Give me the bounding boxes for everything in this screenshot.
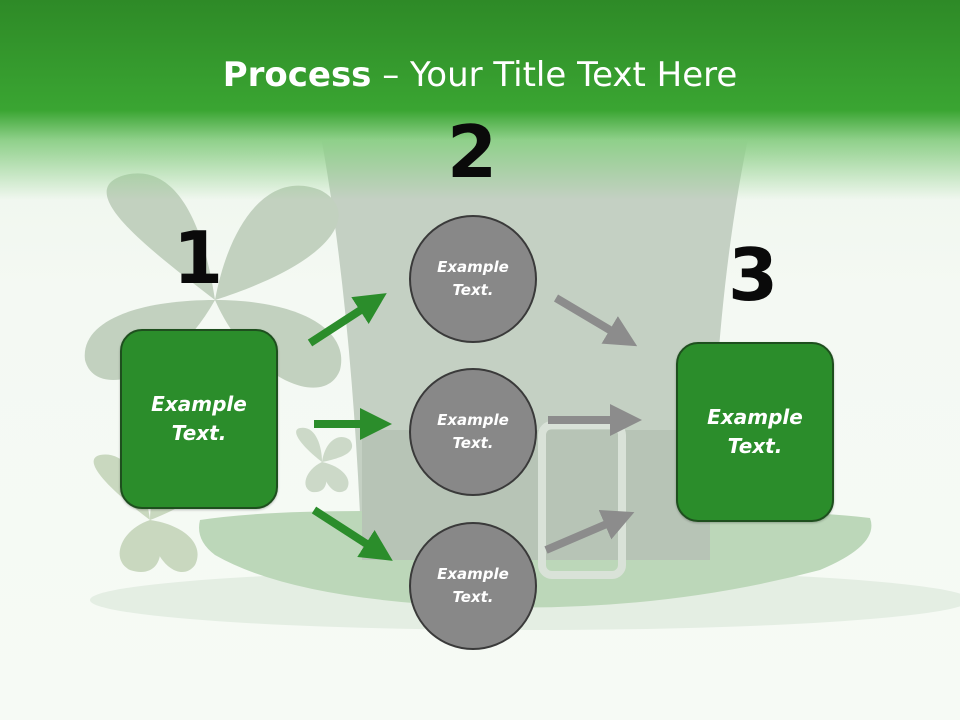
circle-bottom-line1: Example [437, 565, 509, 583]
arrow-top-to-right [553, 294, 638, 347]
step3-box: Example Text. [676, 342, 834, 522]
step1-box-line1: Example [151, 392, 247, 416]
shamrock-large [84, 173, 342, 388]
arrow-to-circle-bottom [311, 506, 393, 561]
step3-box-line1: Example [707, 405, 803, 429]
title-rest: – Your Title Text Here [371, 55, 738, 95]
step1-box-line2: Text. [171, 421, 227, 445]
title-banner [0, 0, 960, 200]
step2-circle-bottom: Example Text. [409, 522, 537, 650]
title-bold: Process [222, 55, 372, 95]
circle-top-line1: Example [437, 258, 509, 276]
step1-box: Example Text. [120, 329, 278, 509]
arrow-to-circle-top [307, 293, 387, 347]
circle-bottom-line2: Text. [452, 588, 494, 606]
step3-box-line2: Text. [727, 434, 783, 458]
buckle-shape [538, 421, 626, 579]
shamrock-tiny [296, 427, 353, 493]
circle-middle-line1: Example [437, 411, 509, 429]
slide-title: Process – Your Title Text Here [0, 52, 960, 98]
step-number-1: 1 [172, 216, 224, 300]
circle-middle-line2: Text. [452, 434, 494, 452]
step-number-2: 2 [446, 110, 498, 194]
arrow-bottom-to-right [544, 510, 635, 554]
step2-circle-middle: Example Text. [409, 368, 537, 496]
step2-circle-top: Example Text. [409, 215, 537, 343]
circle-top-line2: Text. [452, 281, 494, 299]
step-number-3: 3 [727, 233, 779, 317]
